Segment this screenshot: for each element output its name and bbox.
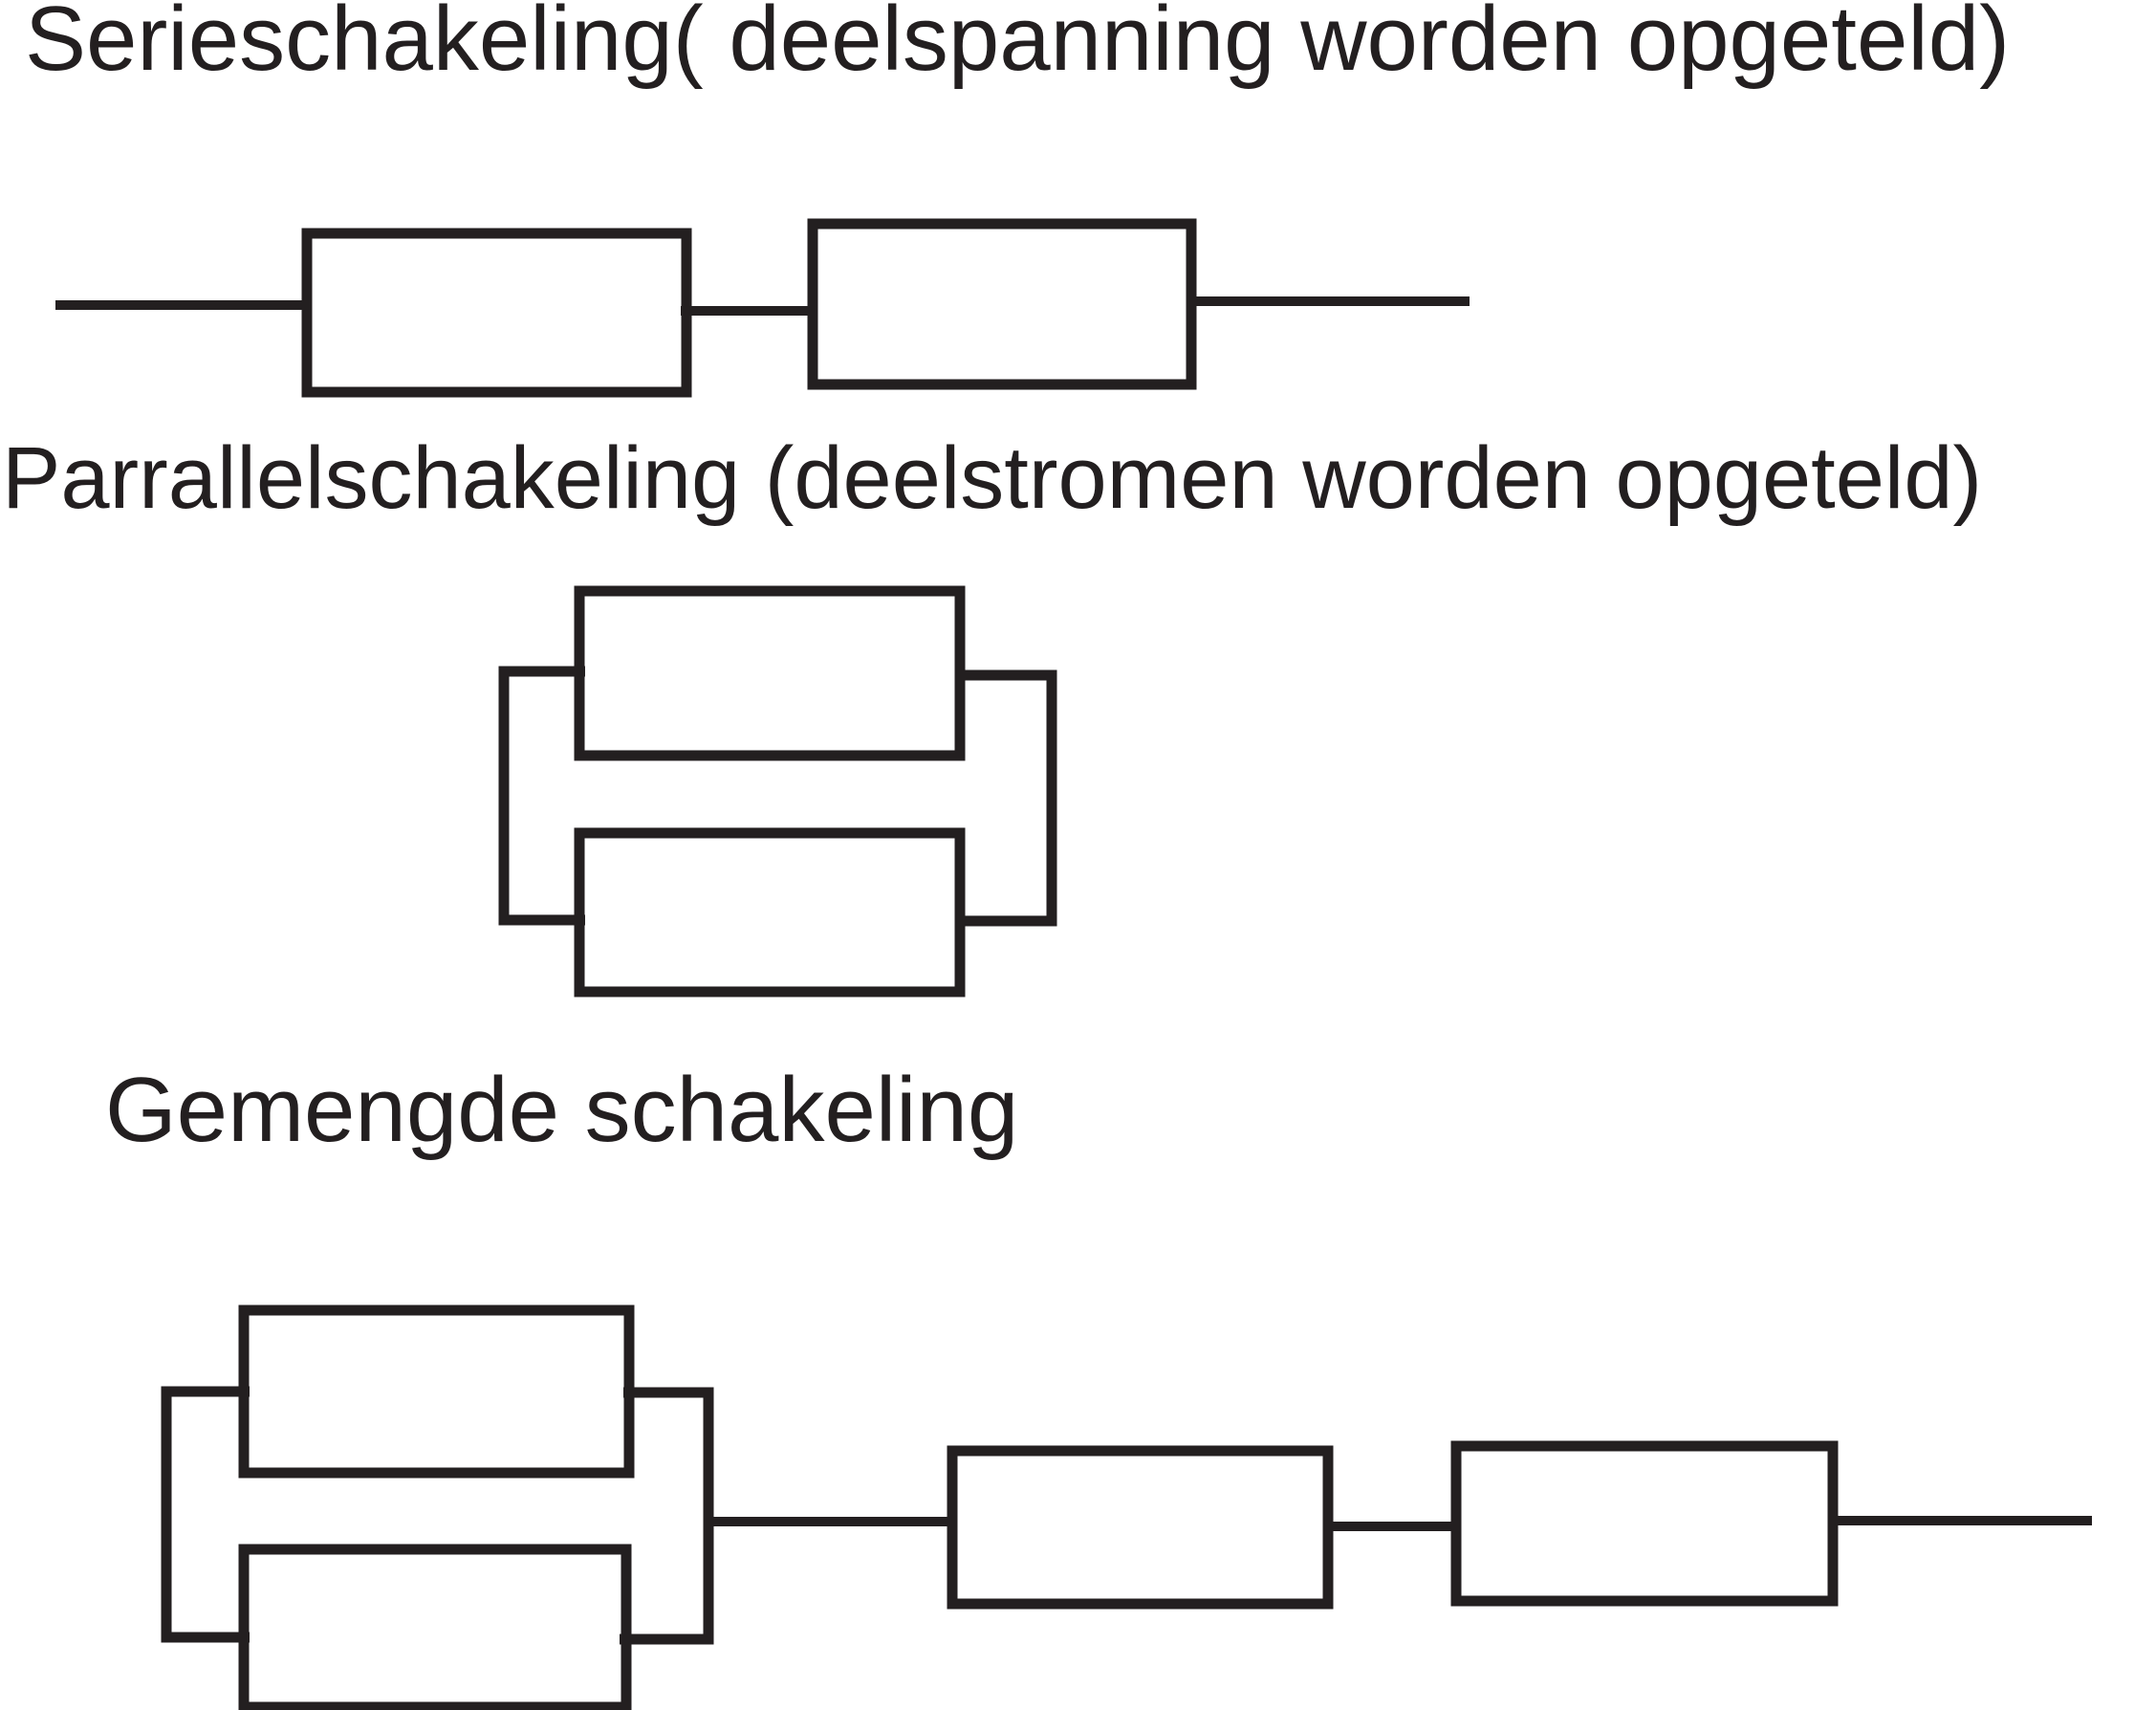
mixed-right-junction-wire [620, 1387, 714, 1645]
mixed-series-resistor-box-3 [947, 1445, 1334, 1610]
series-resistor-box-2 [807, 218, 1197, 390]
series-circuit-title: Serieschakeling( deelspanning worden opg… [25, 0, 2011, 90]
parallel-resistor-box-top [574, 585, 966, 761]
parallel-left-junction-wire [498, 666, 585, 926]
mixed-parallel-resistor-box-bottom [238, 1544, 632, 1710]
parallel-resistor-box-bottom [574, 827, 966, 998]
mixed-circuit-title: Gemengde schakeling [105, 1059, 1019, 1161]
mixed-parallel-resistor-box-top [238, 1304, 635, 1479]
mixed-left-junction-wire [161, 1386, 250, 1643]
parallel-circuit [498, 585, 1057, 998]
parallel-circuit-title: Parrallelschakeling (deelstromen worden … [2, 429, 1983, 527]
mixed-series-resistor-box-4 [1450, 1440, 1839, 1607]
series-resistor-box-1 [301, 228, 692, 398]
mixed-circuit [161, 1304, 2092, 1710]
series-circuit [55, 218, 1470, 398]
parallel-right-junction-wire [956, 669, 1057, 927]
